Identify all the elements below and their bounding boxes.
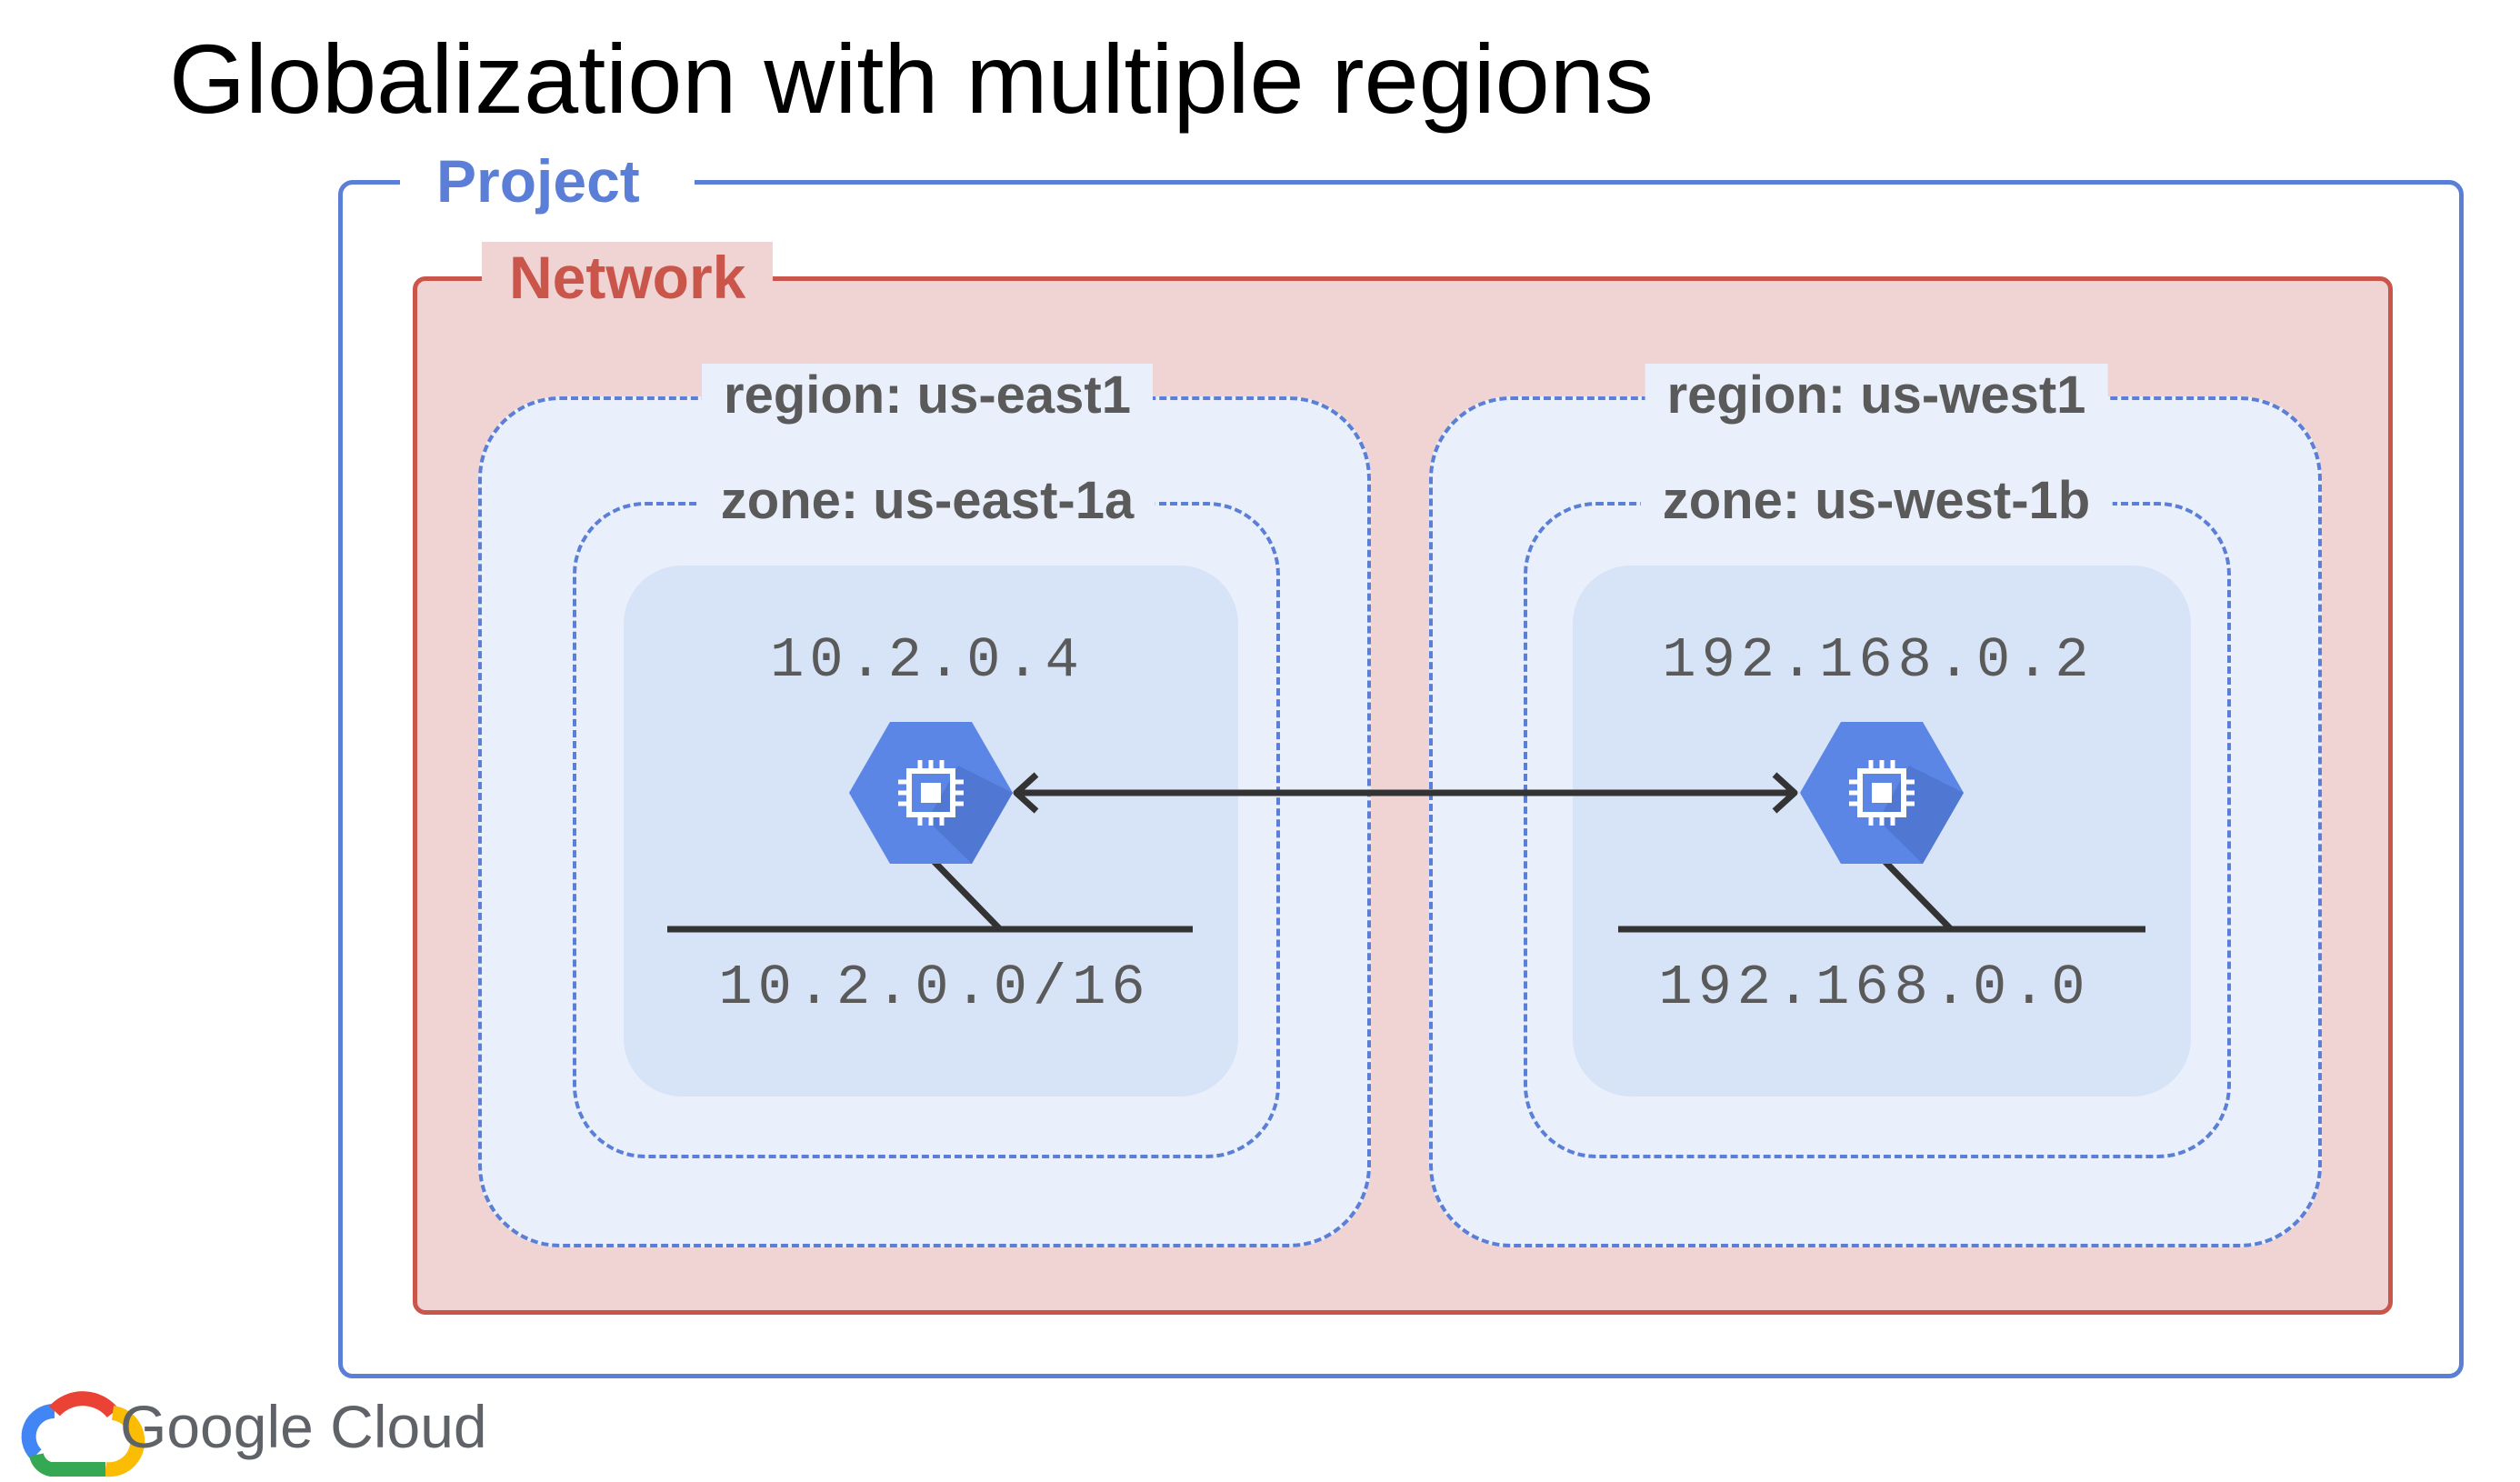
- vm-ip-west: 192.168.0.2: [1662, 628, 2095, 693]
- compute-engine-vm-icon: [849, 722, 1013, 864]
- project-label: Project: [400, 145, 695, 218]
- region-label-west: region: us-west1: [1645, 364, 2108, 427]
- vm-connector-west: [1879, 856, 1954, 932]
- page-title: Globalization with multiple regions: [169, 24, 1654, 134]
- vm-ip-east: 10.2.0.4: [770, 628, 1085, 693]
- subnet-label-west: 192.168.0.0: [1658, 956, 2091, 1020]
- google-cloud-logo-icon: [21, 1391, 145, 1477]
- project-frame: [338, 180, 2464, 1378]
- zone-label-west: zone: us-west-1b: [1640, 469, 2113, 533]
- arrowhead-right: [1772, 772, 1798, 814]
- compute-engine-vm-icon: [1800, 722, 1964, 864]
- region-label-east: region: us-east1: [702, 364, 1153, 427]
- vm-connector-east: [928, 856, 1003, 932]
- google-cloud-brand: Google Cloud: [120, 1393, 487, 1460]
- subnet-label-east: 10.2.0.0/16: [718, 956, 1151, 1020]
- arrowhead-left: [1013, 772, 1039, 814]
- zone-label-east: zone: us-east-1a: [698, 469, 1156, 533]
- network-label: Network: [482, 242, 774, 315]
